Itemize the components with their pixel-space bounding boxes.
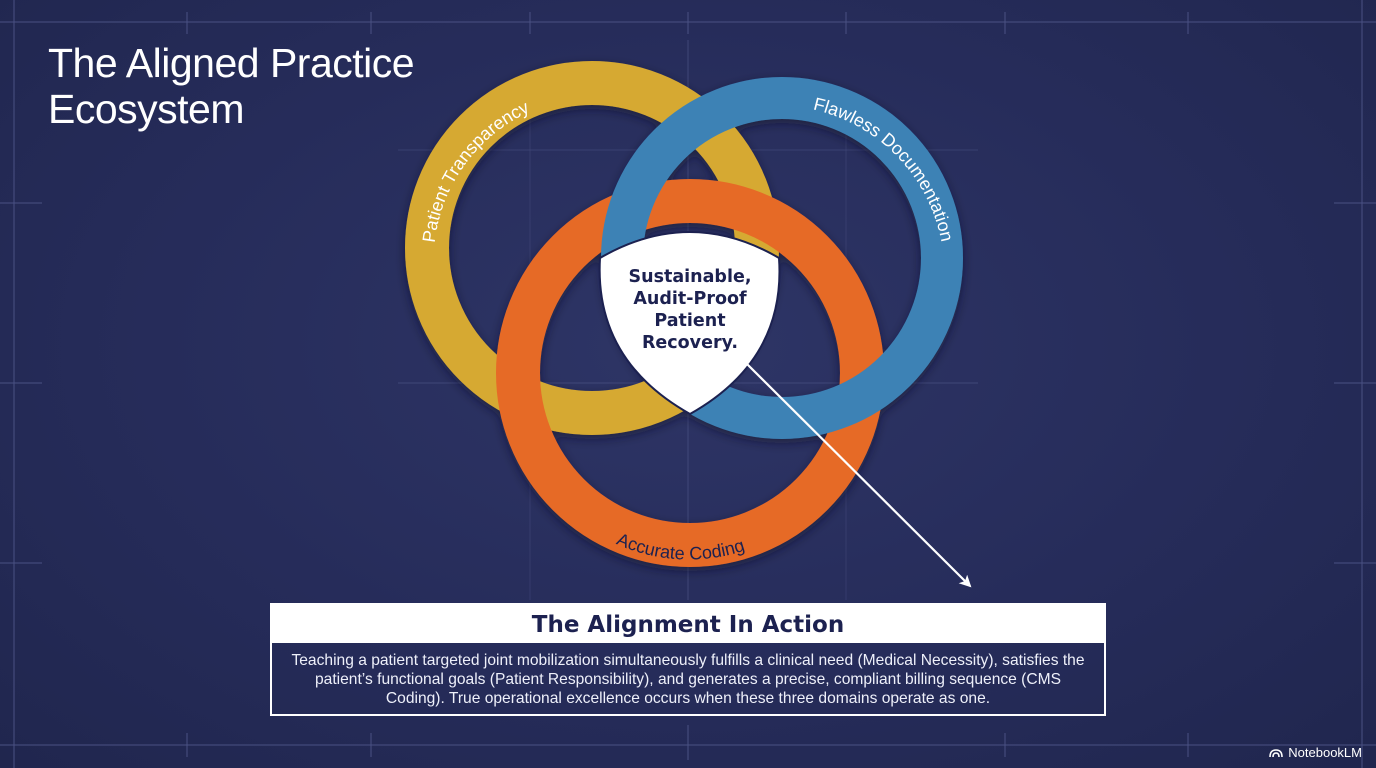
info-box-body: Teaching a patient targeted joint mobili… [291, 652, 1085, 707]
page-title: The Aligned Practice Ecosystem [48, 40, 468, 132]
center-shield-shape [598, 231, 781, 416]
center-line-2: Audit-Proof [633, 289, 747, 309]
center-outcome-text: Sustainable, Audit-Proof Patient Recover… [600, 266, 780, 354]
notebooklm-logo-icon [1269, 748, 1284, 757]
brand-label: NotebookLM [1288, 745, 1362, 760]
brand-watermark: NotebookLM [1269, 745, 1362, 760]
alignment-info-box: The Alignment In Action Teaching a patie… [270, 603, 1106, 716]
pointer-arrow [746, 363, 972, 588]
center-line-4: Recovery. [641, 333, 739, 353]
info-box-heading: The Alignment In Action [272, 605, 1104, 643]
center-line-3: Patient [654, 311, 726, 331]
center-line-1: Sustainable, [628, 267, 752, 287]
title-line-2: Ecosystem [48, 86, 245, 132]
title-line-1: The Aligned Practice [48, 40, 415, 86]
